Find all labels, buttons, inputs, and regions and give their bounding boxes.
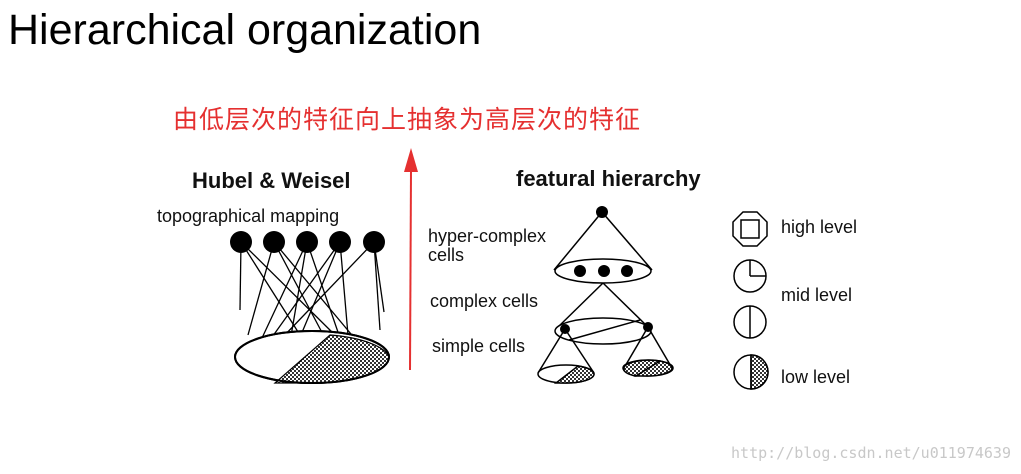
subtitle: 由低层次的特征向上抽象为高层次的特征 [173,105,642,134]
right-heading: featural hierarchy [516,166,701,191]
left-label: topographical mapping [157,206,340,226]
legend-high-symbol [732,211,768,247]
legend-low-label: low level [781,367,851,387]
left-heading: Hubel & Weisel [192,168,351,193]
label-hyper-complex-cells: cells [428,245,465,265]
legend-mid-symbol-quarter [733,259,767,293]
upward-arrow [404,148,418,371]
legend-low-symbol [733,354,769,390]
label-simple-cells: simple cells [432,336,526,356]
legend-mid-label: mid level [781,285,853,305]
label-hyper-complex: hyper-complex [428,226,547,246]
featural-hierarchy-diagram [537,206,674,384]
watermark: http://blog.csdn.net/u011974639 [731,444,1011,462]
legend-mid-symbol-half [733,305,767,339]
topographic-mapping-diagram [230,231,390,384]
page-title: Hierarchical organization [8,6,482,54]
legend-high-label: high level [781,217,858,237]
label-complex-cells: complex cells [430,291,539,311]
